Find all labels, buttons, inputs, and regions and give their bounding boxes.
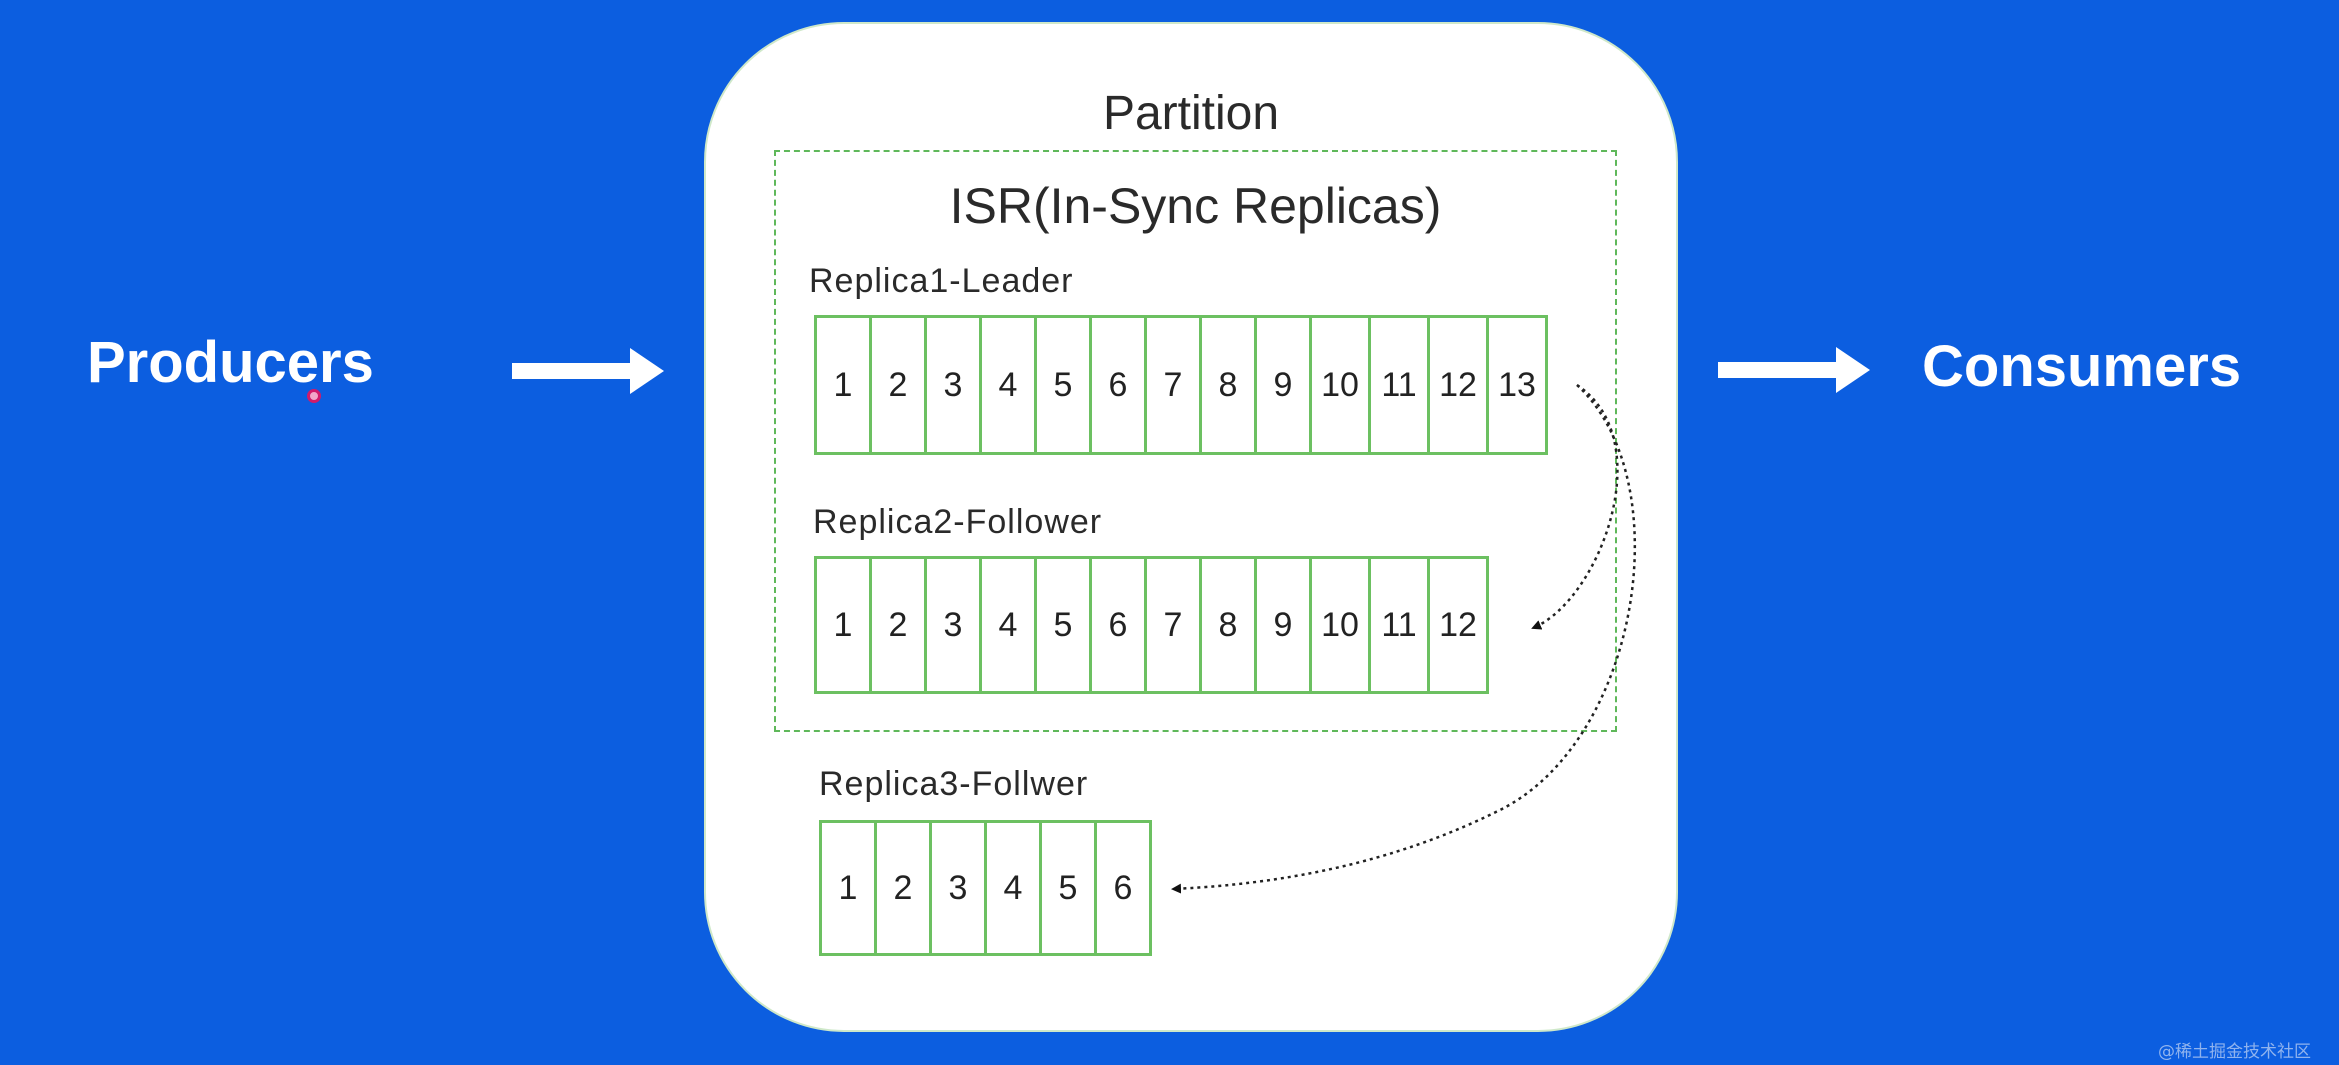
log-offset-cell: 7 <box>1144 556 1202 694</box>
log-offset-cell: 5 <box>1034 556 1092 694</box>
log-offset-cell: 2 <box>874 820 932 956</box>
log-offset-cell: 6 <box>1094 820 1152 956</box>
cursor-icon <box>307 389 321 403</box>
log-offset-cell: 12 <box>1427 556 1489 694</box>
log-offset-cell: 12 <box>1427 315 1489 455</box>
right-arrow-icon <box>1718 347 1870 393</box>
watermark: @稀土掘金技术社区 <box>2158 1042 2311 1062</box>
replication-link <box>1531 383 1619 630</box>
log-offset-cell: 3 <box>924 556 982 694</box>
isr-title: ISR(In-Sync Replicas) <box>949 178 1442 234</box>
log-offset-cell: 4 <box>984 820 1042 956</box>
isr-box: ISR(In-Sync Replicas) <box>774 150 1617 732</box>
right-arrow-icon <box>512 348 664 394</box>
log-offset-cell: 2 <box>869 556 927 694</box>
replica-label: Replica1-Leader <box>809 262 1074 300</box>
log-offset-cell: 13 <box>1486 315 1548 455</box>
log-offset-cell: 1 <box>819 820 877 956</box>
log-offset-cell: 11 <box>1368 315 1430 455</box>
replica-label: Replica3-Follwer <box>819 765 1089 803</box>
replication-link <box>1171 384 1637 894</box>
producers-label: Producers <box>87 330 374 395</box>
log-offset-cell: 3 <box>924 315 982 455</box>
log-offset-cell: 2 <box>869 315 927 455</box>
log-offset-cell: 10 <box>1309 315 1371 455</box>
log-offset-cell: 6 <box>1089 315 1147 455</box>
partition-title: Partition <box>1102 87 1280 140</box>
log-offset-cell: 9 <box>1254 315 1312 455</box>
consumers-label: Consumers <box>1922 334 2242 399</box>
replica-label: Replica2-Follower <box>813 503 1103 541</box>
